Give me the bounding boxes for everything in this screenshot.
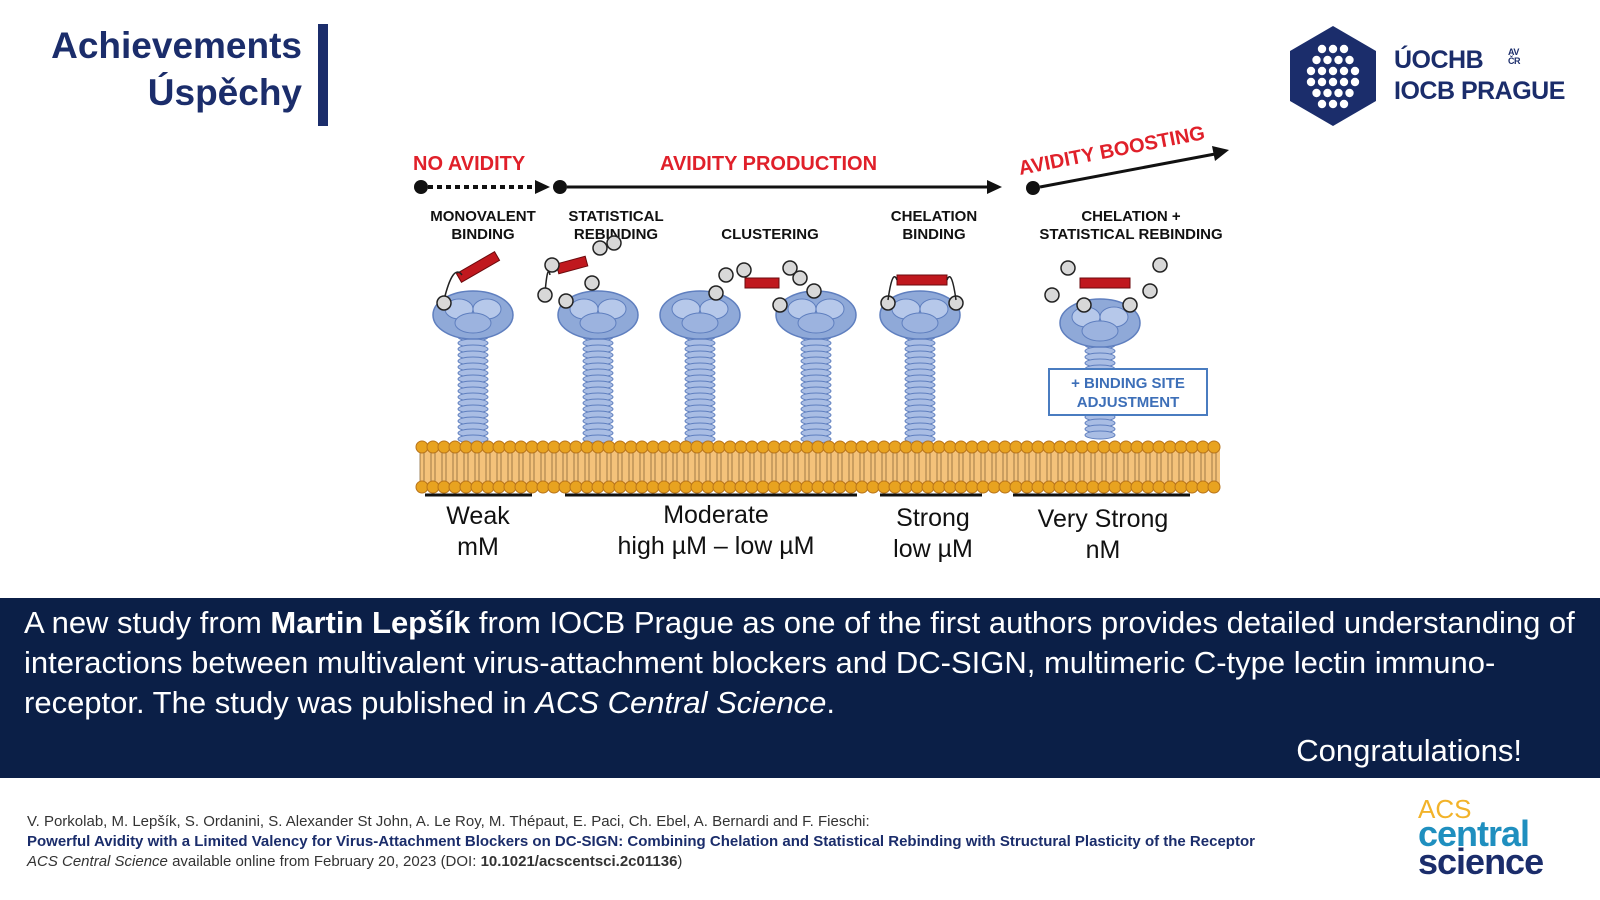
strength-weak: Weak	[446, 502, 510, 530]
label-monovalent: MONOVALENT	[430, 208, 536, 225]
logo-av-mark: AV ČR	[1508, 47, 1521, 66]
header-title-en: Achievements	[51, 25, 302, 66]
avidity-figure: NO AVIDITY AVIDITY PRODUCTION AVIDITY BO…	[413, 122, 1229, 564]
citation-source: ACS Central Science available online fro…	[27, 853, 683, 870]
author-name: Martin Lepšík	[270, 605, 471, 640]
citation: V. Porkolab, M. Lepšík, S. Ordanini, S. …	[27, 812, 1255, 872]
stage-avidity-production: AVIDITY PRODUCTION	[660, 153, 877, 175]
strength-strong: Strong	[896, 504, 970, 532]
dc-sign-receptor	[879, 290, 961, 444]
label-chelation-2: BINDING	[902, 226, 965, 243]
citation-title: Powerful Avidity with a Limited Valency …	[27, 833, 1255, 850]
announcement-text: A new study from Martin Lepšík from IOCB…	[24, 605, 1575, 720]
stage-no-avidity: NO AVIDITY	[413, 153, 526, 175]
logo-name-cz: ÚOCHB AV ČR	[1394, 46, 1521, 74]
label-clustering: CLUSTERING	[721, 226, 819, 243]
logo-wordmark: ÚOCHB AV ČR IOCB PRAGUE	[1394, 45, 1565, 107]
strength-very-strong-unit: nM	[1086, 536, 1121, 564]
label-statistical: STATISTICAL	[568, 208, 663, 225]
header-divider	[318, 24, 328, 126]
logo-name-en: IOCB PRAGUE	[1394, 77, 1565, 105]
header-title-cz: Úspěchy	[147, 72, 302, 113]
adjustment-line2: ADJUSTMENT	[1077, 394, 1180, 411]
strength-weak-unit: mM	[457, 533, 499, 561]
citation-doi: 10.1021/acscentsci.2c01136	[480, 853, 678, 870]
label-chel-stat: CHELATION +	[1081, 208, 1181, 225]
dc-sign-receptor	[659, 290, 741, 444]
stage-avidity-boosting: AVIDITY BOOSTING	[1017, 122, 1207, 180]
label-monovalent-2: BINDING	[451, 226, 514, 243]
label-chelation: CHELATION	[891, 208, 977, 225]
receptor-group	[432, 290, 1141, 444]
page-header: Achievements Úspěchy	[0, 22, 302, 116]
strength-moderate-unit: high µM – low µM	[618, 532, 815, 560]
adjustment-box	[1048, 368, 1208, 416]
congratulations: Congratulations!	[1296, 733, 1522, 768]
announcement-band	[0, 598, 1600, 778]
iocb-logo: ÚOCHB AV ČR IOCB PRAGUE	[1283, 24, 1593, 129]
dc-sign-receptor	[432, 290, 514, 444]
iocb-hexagon-dots-icon	[1290, 26, 1376, 126]
label-chel-stat-2: STATISTICAL REBINDING	[1039, 226, 1222, 243]
dc-sign-receptor	[557, 290, 639, 444]
journal-name: ACS Central Science	[535, 685, 827, 720]
citation-authors: V. Porkolab, M. Lepšík, S. Ordanini, S. …	[27, 813, 870, 830]
adjustment-line1: + BINDING SITE	[1071, 375, 1185, 392]
stage-arrows	[414, 146, 1229, 195]
dc-sign-receptor	[775, 290, 857, 444]
label-statistical-2: REBINDING	[574, 226, 658, 243]
strength-moderate: Moderate	[663, 501, 769, 529]
strength-strong-unit: low µM	[893, 535, 973, 563]
strength-very-strong: Very Strong	[1038, 505, 1169, 533]
acs-central-science-logo: ACS central science	[1418, 794, 1544, 882]
ligand-group	[436, 235, 1168, 313]
cell-membrane	[415, 440, 1221, 494]
